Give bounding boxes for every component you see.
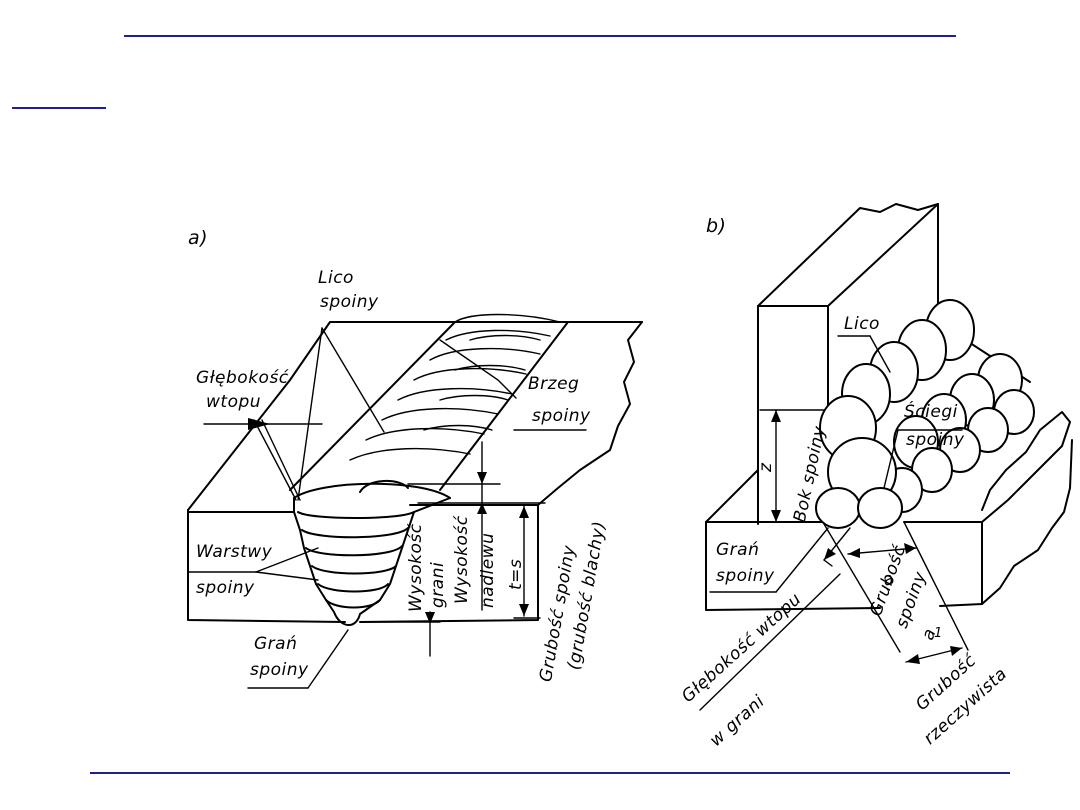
root-height-label-2: grani (428, 561, 448, 608)
root-label-a: Grań (254, 634, 298, 654)
edge-label-2: spoiny (532, 406, 591, 426)
tag-b: b) (706, 215, 727, 237)
depth-label-a-2: wtopu (206, 392, 262, 412)
bottom-rule (90, 772, 1010, 774)
leg-symbol: z (756, 462, 776, 472)
reinforcement-label-2: nadlewu (478, 532, 498, 608)
passes-label: Ściegi (904, 402, 958, 422)
throat-subscript: 1 (934, 626, 943, 641)
lico-label-a-2: spoiny (320, 292, 379, 312)
layers-label: Warstwy (196, 542, 273, 562)
short-rule (12, 107, 106, 109)
root-label-b: Grań (716, 540, 760, 560)
top-rule (124, 35, 956, 37)
thickness-symbol: t=s (506, 558, 526, 590)
depth-label-a: Głębokość (196, 368, 289, 388)
tag-a: a) (188, 227, 209, 249)
root-label-b-2: spoiny (716, 566, 775, 586)
root-label-a-2: spoiny (250, 660, 309, 680)
face-label-b: Lico (844, 314, 880, 334)
reinforcement-label: Wysokość (452, 515, 472, 604)
layers-label-2: spoiny (196, 578, 255, 598)
edge-label: Brzeg (528, 374, 580, 394)
passes-label-2: spoiny (906, 430, 965, 450)
lico-label-a: Lico (318, 268, 354, 288)
root-height-label: Wysokość (406, 523, 426, 612)
